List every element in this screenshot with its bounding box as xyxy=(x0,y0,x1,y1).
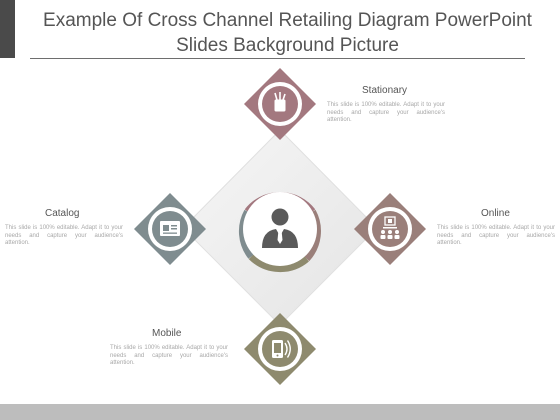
center-circle xyxy=(243,192,317,266)
title-divider xyxy=(30,58,525,59)
node-stationary[interactable] xyxy=(244,68,316,140)
catalog-card-icon xyxy=(160,221,180,236)
node-mobile[interactable] xyxy=(244,313,316,385)
mobile-description: This slide is 100% editable. Adapt it to… xyxy=(110,345,228,366)
slide-title: Example Of Cross Channel Retailing Diagr… xyxy=(30,8,545,58)
mobile-label: Mobile xyxy=(152,328,182,339)
corner-tab xyxy=(0,0,15,58)
pencil-cup-icon xyxy=(274,92,286,112)
businessman-icon xyxy=(262,208,298,248)
slide-title-line-1: Example Of Cross Channel Retailing Diagr… xyxy=(43,10,532,31)
online-description: This slide is 100% editable. Adapt it to… xyxy=(437,225,555,246)
node-online[interactable] xyxy=(354,193,426,265)
mobile-phone-icon xyxy=(272,340,291,358)
stationary-label: Stationary xyxy=(362,85,408,96)
online-label: Online xyxy=(481,208,510,219)
online-network-icon xyxy=(380,216,400,239)
ring-arc-mobile xyxy=(248,254,309,273)
catalog-label: Catalog xyxy=(45,208,80,219)
slide-title-line-2: Slides Background Picture xyxy=(176,35,399,56)
node-catalog[interactable] xyxy=(134,193,206,265)
footer-bar xyxy=(0,404,560,420)
stationary-description: This slide is 100% editable. Adapt it to… xyxy=(327,102,445,123)
catalog-description: This slide is 100% editable. Adapt it to… xyxy=(5,225,123,246)
